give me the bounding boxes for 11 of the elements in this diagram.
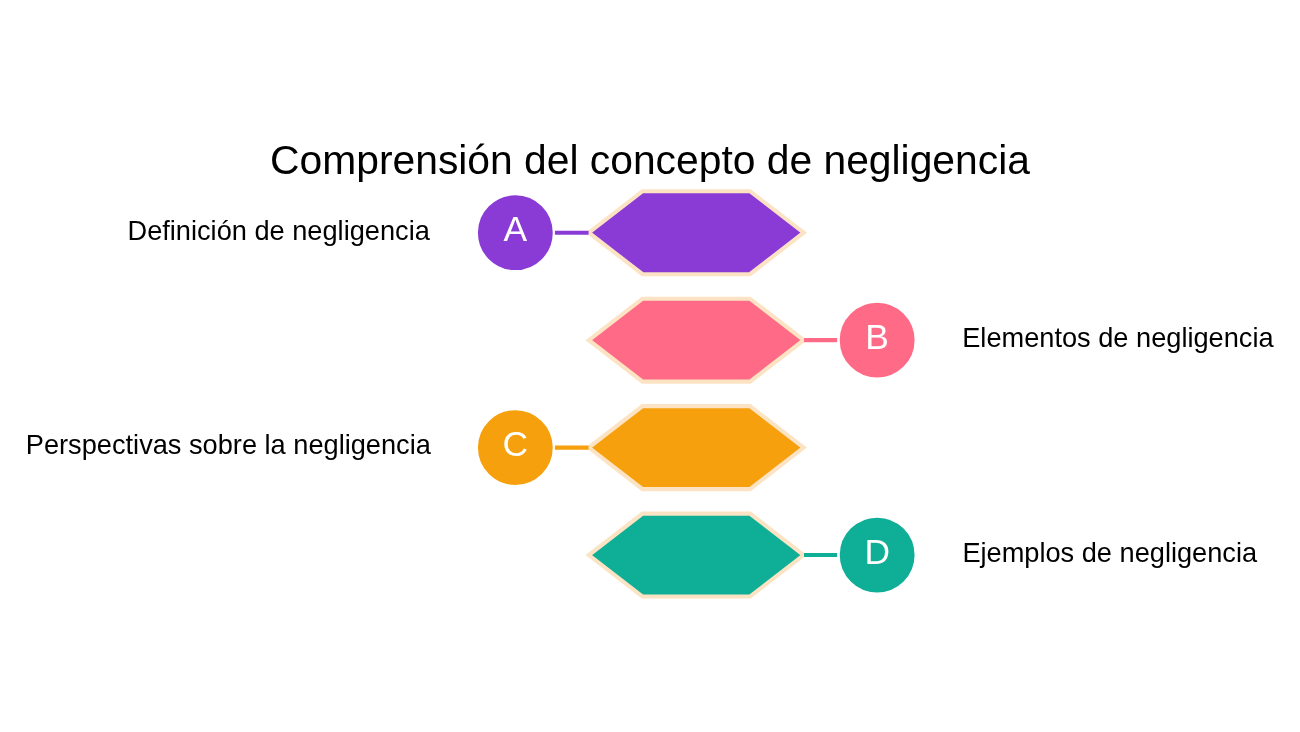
node-hexagon <box>585 189 808 277</box>
connector <box>804 338 838 343</box>
node-label: Definición de negligencia <box>127 214 430 246</box>
node-label: Perspectivas sobre la negligencia <box>25 429 431 461</box>
connector <box>554 445 589 450</box>
diagram-title: Comprensión del concepto de negligencia <box>270 136 1030 183</box>
node-label: Ejemplos de negligencia <box>962 536 1258 568</box>
connector <box>554 230 589 235</box>
node-label: Elementos de negligencia <box>962 321 1274 353</box>
connector <box>804 553 838 558</box>
node-hexagon <box>585 404 808 492</box>
